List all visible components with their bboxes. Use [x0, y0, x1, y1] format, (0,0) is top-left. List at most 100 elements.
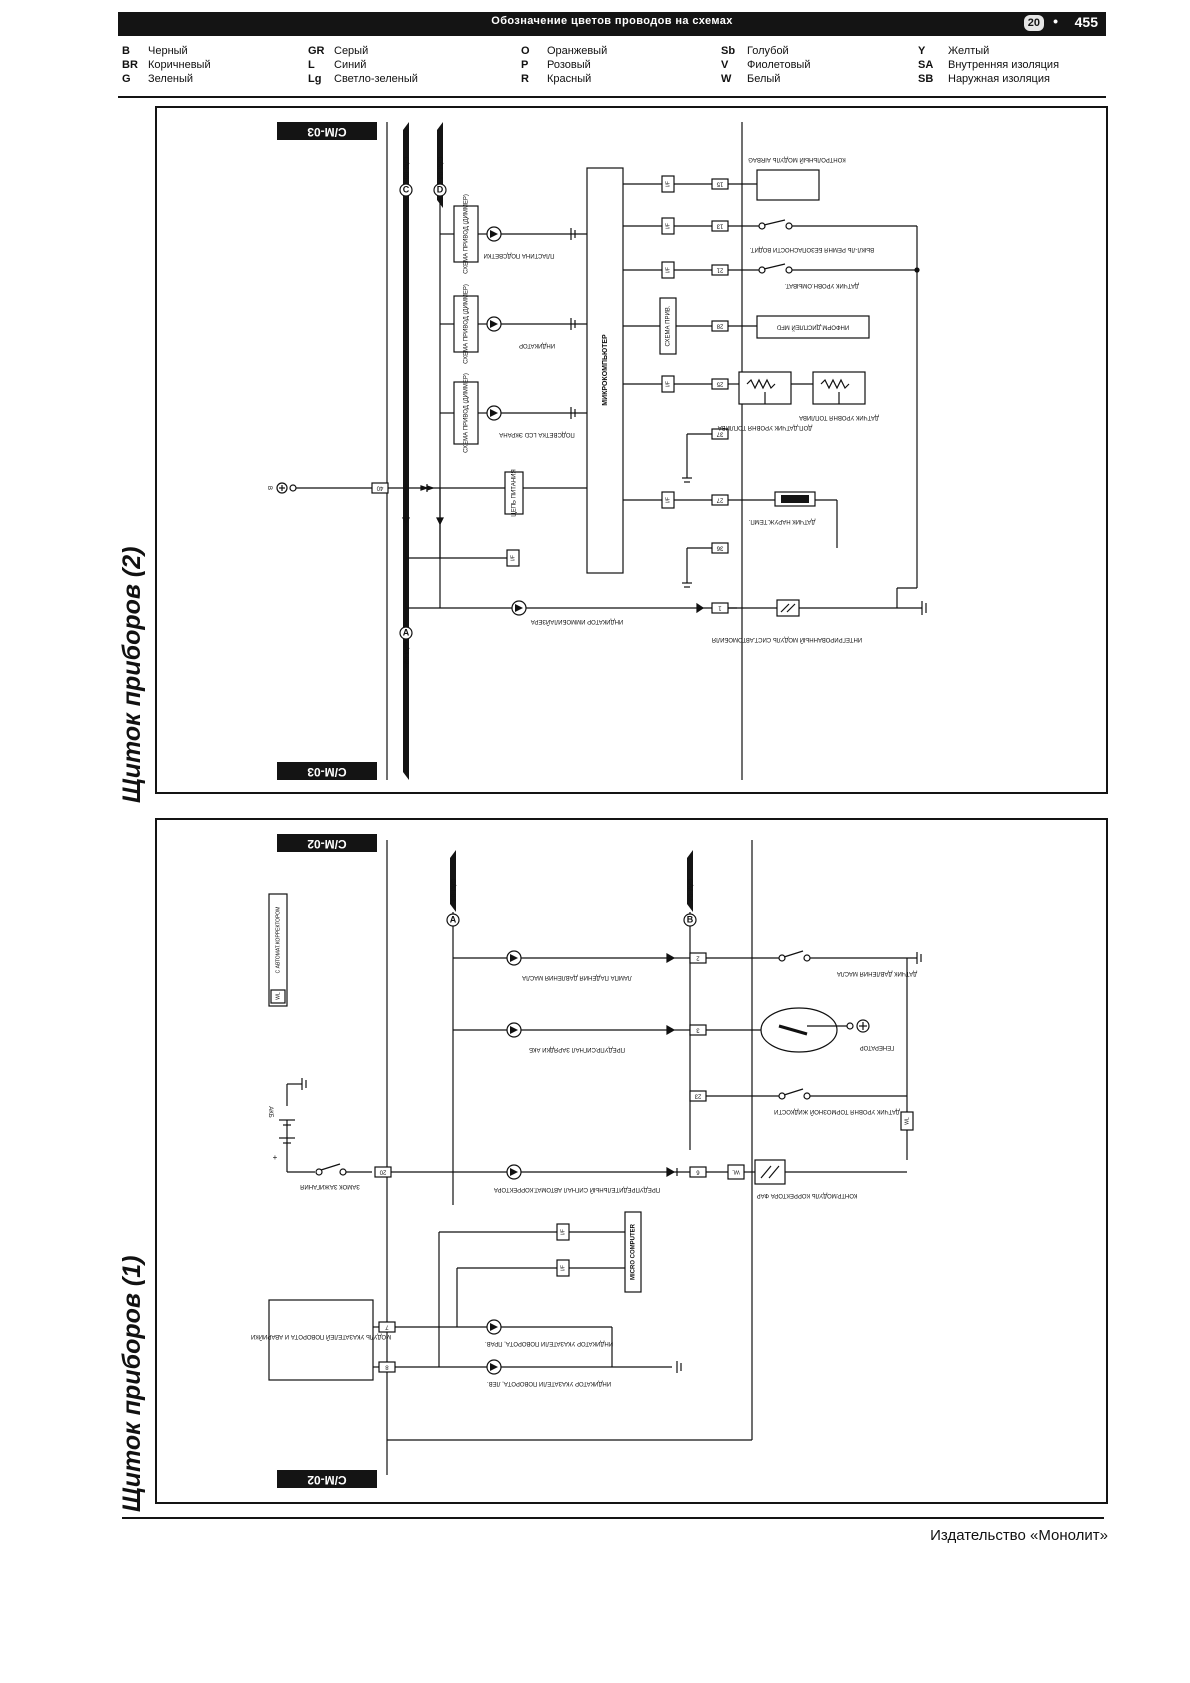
svg-text:8: 8	[385, 1363, 389, 1369]
connector-label-text: C/M-03	[307, 125, 347, 139]
legend-code: P	[521, 59, 529, 71]
legend-name: Белый	[747, 73, 781, 85]
diagram-1-frame: C/M-02 C/M-02 A C/M-03 B C/M-04 WL С АВТ…	[155, 818, 1108, 1504]
legend-name: Светло-зеленый	[334, 73, 418, 85]
svg-text:I/F: I/F	[665, 223, 671, 229]
svg-text:40: 40	[376, 484, 383, 490]
legend-code: O	[521, 45, 530, 57]
svg-text:A: A	[450, 914, 457, 924]
header-bar: Обозначение цветов проводов на схемах 20…	[118, 12, 1106, 36]
washer-level-sensor: ДАТЧИК УРОВН.ОМЫВАТ.	[728, 263, 920, 288]
svg-text:C/M-02: C/M-02	[402, 642, 409, 665]
svg-text:ДАТЧИК УРОВН.ОМЫВАТ.: ДАТЧИК УРОВН.ОМЫВАТ.	[785, 282, 859, 288]
svg-text:WL: WL	[904, 1117, 910, 1125]
turn-signal-module: МОДУЛЬ УКАЗАТЕЛЕЙ ПОВОРОТА И АВАРИЙКИ	[251, 1299, 391, 1381]
svg-text:20: 20	[379, 1168, 386, 1174]
svg-text:I/F: I/F	[665, 497, 671, 503]
svg-text:27: 27	[716, 496, 723, 502]
svg-text:I/F: I/F	[560, 1265, 566, 1271]
svg-text:ИНФОРМ.ДИСПЛЕЙ MFD: ИНФОРМ.ДИСПЛЕЙ MFD	[776, 323, 849, 331]
svg-text:WL: WL	[732, 1169, 740, 1175]
svg-text:ПРЕДУПРЕДИТЕЛЬНЫЙ СИГНАЛ АВТОМ: ПРЕДУПРЕДИТЕЛЬНЫЙ СИГНАЛ АВТОМАТ.КОРРЕКТ…	[494, 1186, 660, 1194]
svg-text:I/F: I/F	[560, 1229, 566, 1235]
svg-text:СХЕМА ПРИВОД (ДИММЕР): СХЕМА ПРИВОД (ДИММЕР)	[464, 194, 470, 274]
connector-label-text: C/M-03	[307, 765, 347, 779]
ignition-switch: ЗАМОК ЗАЖИГАНИЯ	[287, 1163, 372, 1189]
legend-name: Оранжевый	[547, 45, 608, 57]
svg-text:21: 21	[716, 266, 723, 272]
legend-name: Наружная изоляция	[948, 73, 1050, 85]
svg-text:ДАТЧИК УРОВНЯ ТОРМОЗНОЙ ЖИДКОС: ДАТЧИК УРОВНЯ ТОРМОЗНОЙ ЖИДКОСТИ	[774, 1108, 900, 1116]
legend-code: L	[308, 59, 315, 71]
svg-text:КОНТР.МОДУЛЬ КОРРЕКТОРА ФАР: КОНТР.МОДУЛЬ КОРРЕКТОРА ФАР	[757, 1192, 858, 1198]
legend-code: GR	[308, 45, 325, 57]
svg-text:7: 7	[385, 1323, 389, 1329]
legend-code: BR	[122, 59, 138, 71]
battery-akb: АКБ +	[267, 1078, 307, 1172]
svg-text:36: 36	[716, 544, 723, 550]
publisher-name: Издательство «Монолит»	[930, 1527, 1108, 1544]
dimmer-driver-block: СХЕМА ПРИВОД (ДИММЕР)	[453, 284, 479, 364]
svg-text:ДАТЧИК ДАВЛЕНИЯ МАСЛА: ДАТЧИК ДАВЛЕНИЯ МАСЛА	[837, 970, 917, 976]
legend-code: Y	[918, 45, 926, 57]
legend-row: L Синий	[308, 58, 418, 72]
airbag-module: КОНТРОЛЬНЫЙ МОДУЛЬ AIRBAG	[728, 156, 846, 201]
svg-text:15: 15	[716, 180, 723, 186]
lamp-indicator: ИНДИКАТОР	[478, 316, 587, 348]
svg-text:B: B	[687, 914, 694, 924]
mfd-display: ИНФОРМ.ДИСПЛЕЙ MFD	[728, 315, 870, 339]
svg-text:ЦЕПЬ ПИТАНИЯ: ЦЕПЬ ПИТАНИЯ	[512, 469, 518, 516]
legend-code: W	[721, 73, 732, 85]
ref-circle: D C/M-04	[433, 157, 447, 197]
dimmer-driver-block: СХЕМА ПРИВОД (ДИММЕР)	[453, 373, 479, 453]
lamp-lcd-backlight: ПОДСВЕТКА LCD ЭКРАНА	[478, 405, 587, 437]
svg-text:28: 28	[716, 322, 723, 328]
legend-code: Sb	[721, 45, 736, 57]
auto-corrector-note: WL С АВТОМАТ.КОРРЕКТОРОМ	[268, 893, 288, 1007]
svg-text:I/F: I/F	[665, 267, 671, 273]
chapter-badge: 20	[1023, 15, 1044, 31]
legend-code: R	[521, 73, 529, 85]
svg-text:ВЫКЛ-ЛЬ РЕМНЯ БЕЗОПАСНОСТИ ВОД: ВЫКЛ-ЛЬ РЕМНЯ БЕЗОПАСНОСТИ ВОДИТ.	[750, 246, 875, 252]
legend-row: O Оранжевый	[521, 44, 607, 58]
legend-code: B	[122, 45, 130, 57]
ref-circle: C C/M-05	[399, 157, 413, 197]
svg-text:37: 37	[716, 430, 723, 436]
brake-fluid-sensor: ДАТЧИК УРОВНЯ ТОРМОЗНОЙ ЖИДКОСТИ	[706, 958, 908, 1160]
svg-text:ЗАМОК ЗАЖИГАНИЯ: ЗАМОК ЗАЖИГАНИЯ	[300, 1183, 360, 1189]
connector-label-text: C/M-02	[307, 1473, 347, 1487]
side-title-diagram-2: Щиток приборов (2)	[118, 546, 146, 803]
svg-text:ИНДИКАТОР УКАЗАТЕЛИ ПОВОРОТА,: ИНДИКАТОР УКАЗАТЕЛИ ПОВОРОТА, ЛЕВ.	[487, 1380, 611, 1386]
ref-circle: A C/M-02	[399, 626, 413, 665]
legend-row: R Красный	[521, 72, 607, 86]
page-number: 455	[1074, 14, 1098, 30]
svg-text:ПЛАСТИНА ПОДСВЕТКИ: ПЛАСТИНА ПОДСВЕТКИ	[484, 252, 555, 258]
svg-text:С АВТОМАТ.КОРРЕКТОРОМ: С АВТОМАТ.КОРРЕКТОРОМ	[275, 907, 281, 974]
legend-name: Синий	[334, 59, 367, 71]
connector-label-bottom: C/M-02	[277, 1470, 377, 1488]
connector-label-top: C/M-02	[277, 834, 377, 852]
svg-text:СХЕМА ПРИВ.: СХЕМА ПРИВ.	[666, 305, 672, 346]
ref-circle: B C/M-04	[683, 879, 697, 927]
svg-text:C/M-03: C/M-03	[449, 879, 456, 902]
integrated-vehicle-module: ИНТЕГРИРОВАННЫЙ МОДУЛЬ СИСТ.АВТОМОБИЛЯ	[712, 587, 927, 644]
iface-column: I/F I/F I/F СХЕМА ПРИВ. I/F I/F	[659, 175, 677, 509]
svg-text:ИНТЕГРИРОВАННЫЙ МОДУЛЬ СИСТ.АВ: ИНТЕГРИРОВАННЫЙ МОДУЛЬ СИСТ.АВТОМОБИЛЯ	[712, 636, 862, 644]
svg-text:ДАТЧИК УРОВНЯ ТОПЛИВА: ДАТЧИК УРОВНЯ ТОПЛИВА	[799, 414, 879, 420]
legend-name: Красный	[547, 73, 592, 85]
legend-code: SA	[918, 59, 934, 71]
svg-text:I/F: I/F	[665, 181, 671, 187]
svg-text:ПОДСВЕТКА LCD ЭКРАНА: ПОДСВЕТКА LCD ЭКРАНА	[499, 431, 575, 437]
lamp-turn-left: ИНДИКАТОР УКАЗАТЕЛИ ПОВОРОТА, ЛЕВ.	[486, 1359, 611, 1386]
connector-label-text: C/M-02	[307, 837, 347, 851]
